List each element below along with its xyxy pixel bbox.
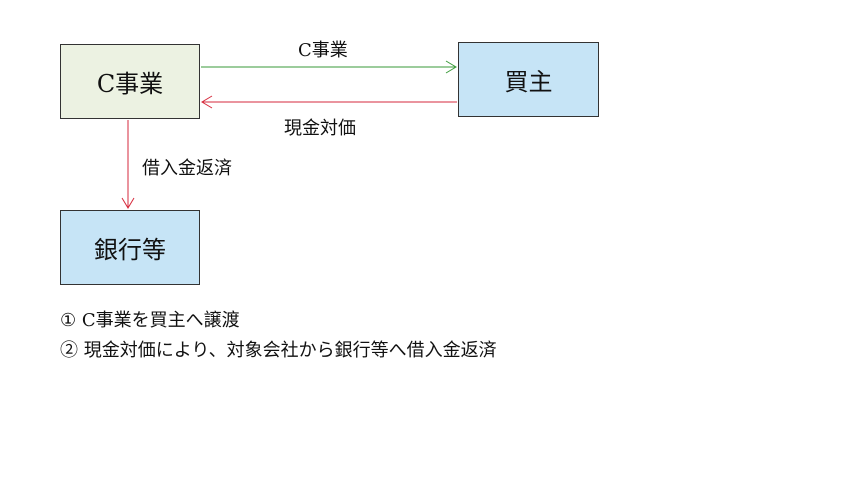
bank-box: 銀行等 bbox=[60, 210, 200, 285]
cash-arrow-label: 現金対価 bbox=[284, 118, 356, 139]
bank-label: 銀行等 bbox=[94, 236, 166, 264]
cash-arrow-head bbox=[201, 95, 213, 109]
transfer-arrow-head bbox=[445, 60, 457, 74]
loan-repayment-arrow-label: 借入金返済 bbox=[142, 158, 232, 179]
buyer-box: 買主 bbox=[458, 42, 599, 117]
note-step-2: ② 現金対価により、対象会社から銀行等へ借入金返済 bbox=[60, 340, 497, 361]
loan-repayment-arrow-head bbox=[121, 197, 135, 209]
transfer-arrow-label: C事業 bbox=[298, 40, 348, 61]
c-business-box: C事業 bbox=[60, 44, 200, 119]
c-business-label: C事業 bbox=[96, 70, 164, 98]
buyer-label: 買主 bbox=[504, 68, 553, 96]
note-step-1: ① C事業を買主へ譲渡 bbox=[60, 310, 240, 331]
